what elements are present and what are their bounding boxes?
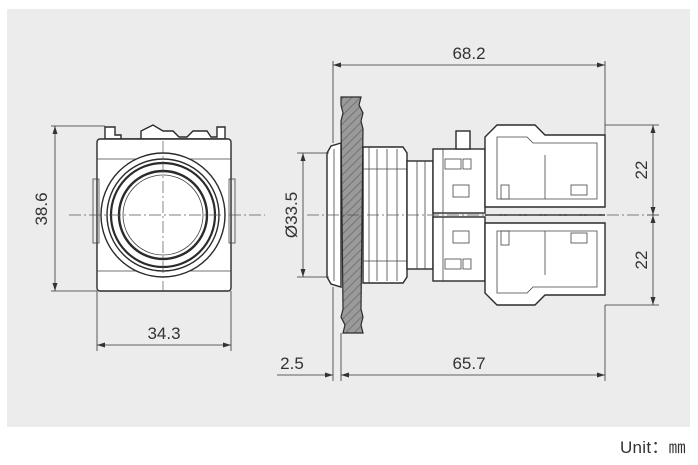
dim-bottom-group: 2.5 65.7	[277, 287, 606, 381]
dim-offsets-group: 22 22	[605, 124, 659, 306]
drawing-panel: 38.6 34.3	[7, 9, 690, 427]
side-contact-block-upper	[432, 148, 486, 214]
dim-overall-length: 68.2	[452, 44, 485, 63]
technical-drawing: 38.6 34.3	[32, 44, 659, 381]
dim-overall-length-group: 68.2	[332, 44, 606, 143]
unit-label: Unit：㎜	[619, 438, 686, 457]
side-view	[307, 96, 647, 334]
dim-width-group: 34.3	[96, 291, 232, 351]
front-view	[69, 124, 265, 292]
front-top-latch	[104, 124, 226, 140]
dim-height-group: 38.6	[32, 125, 105, 292]
dim-width: 34.3	[147, 324, 180, 343]
dim-bezel-diameter: Ø33.5	[282, 192, 301, 238]
dim-lower-offset: 22	[632, 251, 651, 270]
dim-bezel-diameter-group: Ø33.5	[282, 152, 329, 278]
side-ring-nut	[362, 146, 408, 284]
dim-upper-offset: 22	[632, 161, 651, 180]
side-contact-block-lower	[432, 216, 486, 282]
dim-flange-thickness: 2.5	[280, 354, 304, 373]
dim-body-length: 65.7	[452, 354, 485, 373]
dim-height: 38.6	[32, 192, 51, 225]
